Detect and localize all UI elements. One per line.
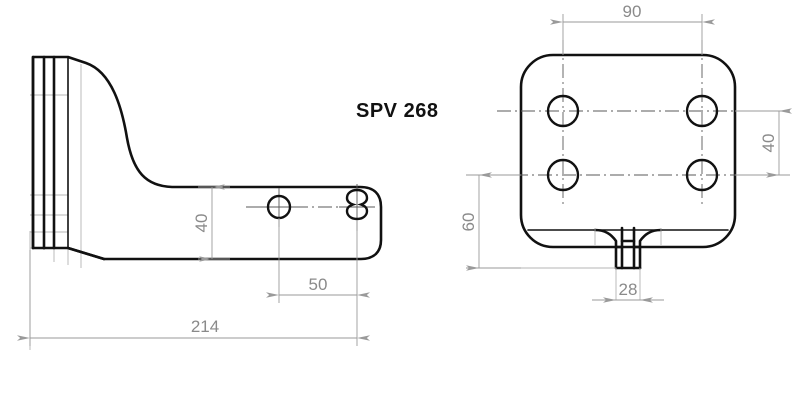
front-view-hole-top-left (546, 94, 580, 128)
front-view-hole-bottom-right (685, 158, 719, 192)
front-view-plate-outline (519, 53, 737, 249)
dimension-50-side-label: 50 (309, 275, 328, 294)
side-view-construction-lines (29, 58, 82, 350)
side-view-hole-slot (345, 188, 369, 221)
dimension-214-side: 214 (17, 250, 370, 346)
side-view: 40 50 214 (17, 55, 383, 350)
side-view-plate-edges (31, 55, 69, 250)
dimension-40-front-label: 40 (759, 134, 778, 153)
side-view-centerlines (246, 184, 375, 231)
dimension-28-front-label: 28 (619, 280, 638, 299)
dimension-50-side: 50 (266, 218, 370, 303)
dimension-60-front: 60 (459, 172, 521, 271)
side-view-flange-taper (66, 246, 106, 261)
dimension-40-front: 40 (735, 108, 792, 178)
dimension-28-front: 28 (592, 280, 664, 303)
dimension-90-front: 90 (550, 2, 715, 55)
dimension-90-front-label: 90 (623, 2, 642, 21)
front-view-hole-bottom-left (546, 158, 580, 192)
dimension-40-side: 40 (192, 184, 230, 262)
dimension-214-side-label: 214 (191, 317, 219, 336)
dimension-60-front-label: 60 (459, 213, 478, 232)
side-view-body-outline (31, 55, 383, 261)
dimension-40-side-label: 40 (192, 214, 211, 233)
front-view-hole-top-right (685, 94, 719, 128)
front-view: 90 40 60 28 (459, 2, 792, 303)
front-view-fork-tab (593, 226, 663, 270)
page-title: SPV 268 (356, 100, 439, 122)
